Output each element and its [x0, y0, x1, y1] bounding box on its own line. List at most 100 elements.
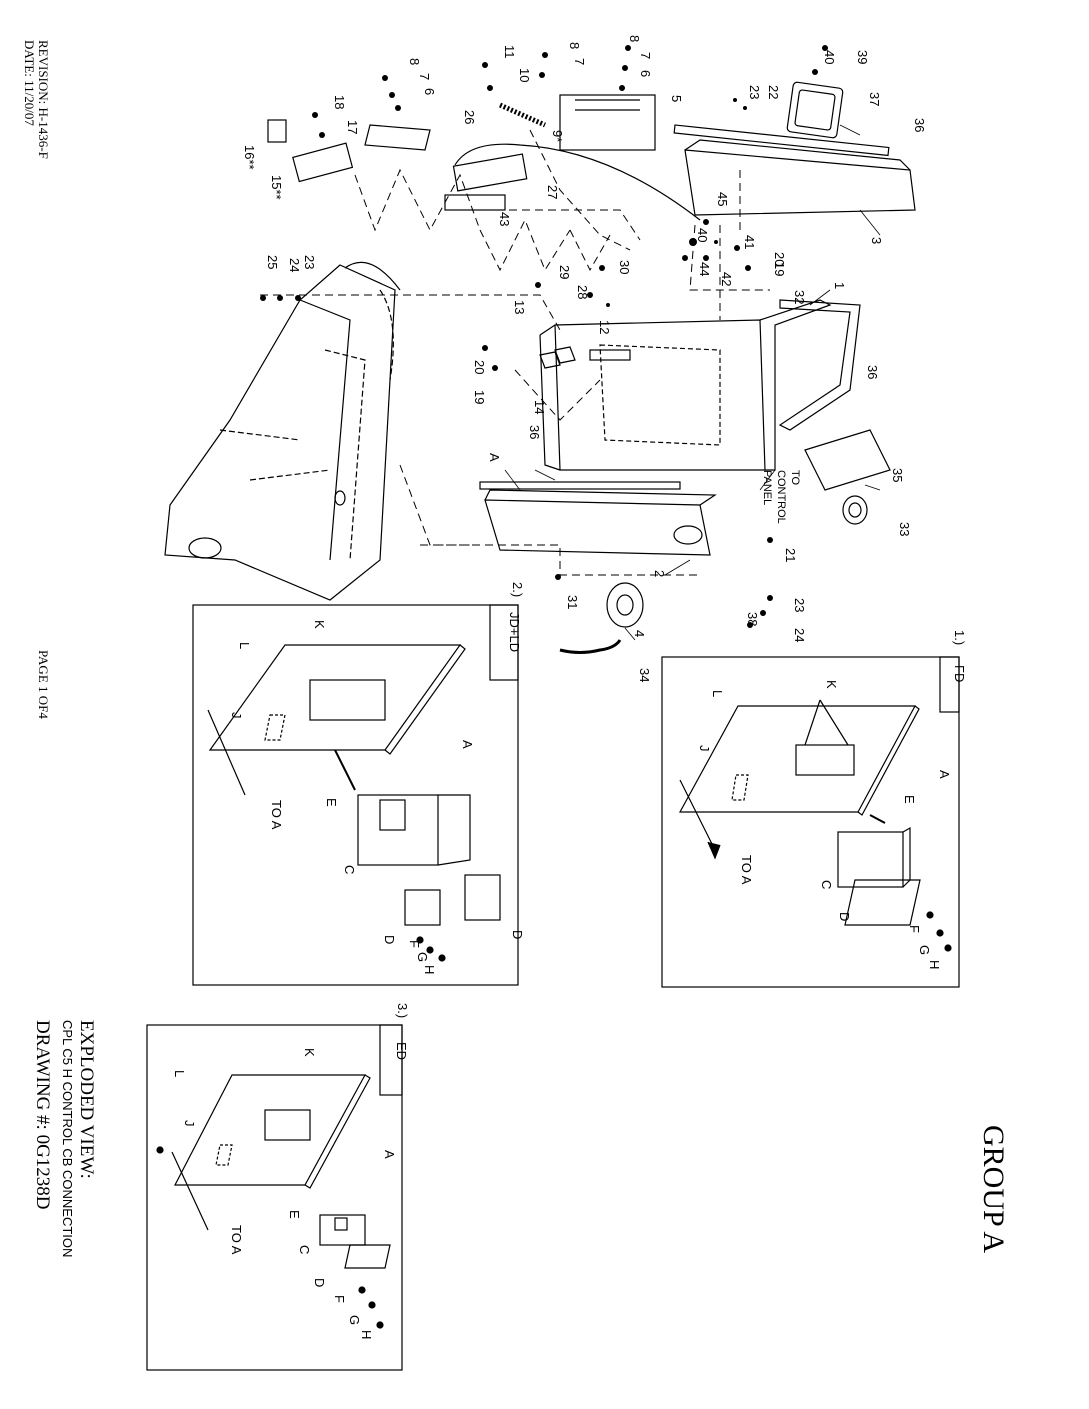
- callout-19-b: 19: [472, 390, 487, 404]
- callout-36-right: 36: [865, 365, 880, 379]
- inset-jdld-e: E: [324, 798, 339, 807]
- to-control-3: PANEL: [761, 470, 773, 505]
- inset-ed-a: A: [382, 1150, 397, 1159]
- callout-9: 9*: [550, 130, 565, 142]
- inset-jdld-c: C: [342, 865, 357, 874]
- inset-jdld-k: K: [312, 620, 327, 629]
- inset-jdld-labels: 2.) JD+LD A C D D E F G H J K L TO A: [229, 582, 525, 974]
- callout-23-a: 23: [747, 85, 762, 99]
- main-callout-labels: 1 2 3 4 5 6 7 8 9* 10 11 12 13 14 15** 1…: [242, 35, 927, 682]
- callout-42: 42: [719, 272, 734, 286]
- inset-jdld: [192, 604, 519, 986]
- inset-jdld-title: JD+LD: [507, 612, 522, 652]
- callout-a-main: A: [487, 453, 502, 462]
- inset-ed-k: K: [302, 1048, 317, 1057]
- inset-ed-l: L: [172, 1070, 187, 1077]
- callout-23-c: 23: [792, 598, 807, 612]
- callout-11: 11: [502, 45, 517, 59]
- callout-30: 30: [617, 260, 632, 274]
- strip-36-right: [778, 299, 861, 431]
- inset-jdld-a: A: [460, 740, 475, 749]
- base-frame: [164, 261, 401, 601]
- callout-16: 16**: [242, 145, 257, 170]
- callout-13: 13: [512, 300, 527, 314]
- inset-ed-c: C: [297, 1245, 312, 1254]
- plate-35: [804, 429, 891, 491]
- inset-ed-f: F: [332, 1295, 347, 1303]
- callout-20-b: 20: [472, 360, 487, 374]
- callout-8-c: 8: [567, 42, 582, 49]
- callout-37: 37: [867, 92, 882, 106]
- callout-20-a: 20: [772, 252, 787, 266]
- inset-jdld-number: 2.): [510, 582, 525, 597]
- strip-36-top: [673, 124, 890, 157]
- assembly-lines: [260, 129, 770, 576]
- callout-6-a: 6: [638, 70, 653, 77]
- spring-9: [498, 102, 547, 128]
- callout-38: 38: [745, 612, 760, 626]
- callout-1: 1: [832, 282, 847, 289]
- inset-jdld-to-a: TO A: [269, 800, 284, 830]
- inset-fd-c: C: [819, 880, 834, 889]
- to-control-2: CONTROL: [775, 470, 787, 524]
- callout-33: 33: [897, 522, 912, 536]
- inset-jdld-j: J: [229, 712, 244, 719]
- wire-45: [454, 143, 701, 221]
- cable-34: [559, 639, 622, 654]
- callout-5: 5: [669, 95, 684, 102]
- callout-44: 44: [697, 262, 712, 276]
- inset-ed-g: G: [347, 1315, 362, 1325]
- callout-45: 45: [715, 192, 730, 206]
- callout-32: 32: [792, 290, 807, 304]
- callout-26: 26: [462, 110, 477, 124]
- callout-8-a: 8: [627, 35, 642, 42]
- inset-fd-a: A: [937, 770, 952, 779]
- clips-14: [539, 346, 576, 369]
- callout-29: 29: [557, 265, 572, 279]
- callout-3: 3: [869, 237, 884, 244]
- inset-ed-title: ED: [394, 1042, 409, 1060]
- callout-18: 18: [332, 95, 347, 109]
- inset-fd-k: K: [824, 680, 839, 689]
- inset-fd-g: G: [917, 945, 932, 955]
- callout-7-c: 7: [572, 58, 587, 65]
- inset-fd-f: F: [907, 925, 922, 933]
- callout-2: 2: [652, 570, 667, 577]
- inset-ed-j: J: [182, 1120, 197, 1127]
- callout-7-b: 7: [417, 73, 432, 80]
- callout-24-b: 24: [792, 628, 807, 642]
- inset-jdld-h: H: [422, 965, 437, 974]
- terminal-27: [452, 153, 528, 192]
- callout-43: 43: [497, 212, 512, 226]
- callout-6-b: 6: [422, 88, 437, 95]
- callout-10: 10: [517, 68, 532, 82]
- bracket-15: [292, 142, 354, 183]
- center-box: [539, 299, 832, 471]
- callout-35: 35: [890, 468, 905, 482]
- callout-31: 31: [565, 595, 580, 609]
- inset-fd-labels: 1.) FD A C D E F G H J K L TO A: [697, 630, 967, 969]
- to-control-1: TO: [789, 470, 801, 486]
- grommet-33: [842, 495, 868, 525]
- callout-7-a: 7: [638, 52, 653, 59]
- inset-fd-e: E: [902, 795, 917, 804]
- inset-fd-j: J: [697, 745, 712, 752]
- terminal-5: [559, 94, 656, 151]
- inset-fd-d: D: [837, 912, 852, 921]
- inset-fd-number: 1.): [952, 630, 967, 645]
- inset-ed: [146, 1024, 403, 1371]
- inset-fd-title: FD: [952, 665, 967, 682]
- inset-ed-to-a: TO A: [229, 1225, 244, 1255]
- callout-14: 14: [532, 400, 547, 414]
- lower-bracket: [484, 489, 717, 556]
- callout-17: 17: [345, 120, 360, 134]
- callout-21: 21: [783, 548, 798, 562]
- inset-fd-to-a: TO A: [739, 855, 754, 885]
- upper-bracket: [684, 139, 916, 216]
- connector-16: [267, 119, 287, 143]
- inset-fd-l: L: [710, 690, 725, 697]
- inset-jdld-f: F: [407, 940, 422, 948]
- callout-8-b: 8: [407, 58, 422, 65]
- callout-4: 4: [632, 630, 647, 637]
